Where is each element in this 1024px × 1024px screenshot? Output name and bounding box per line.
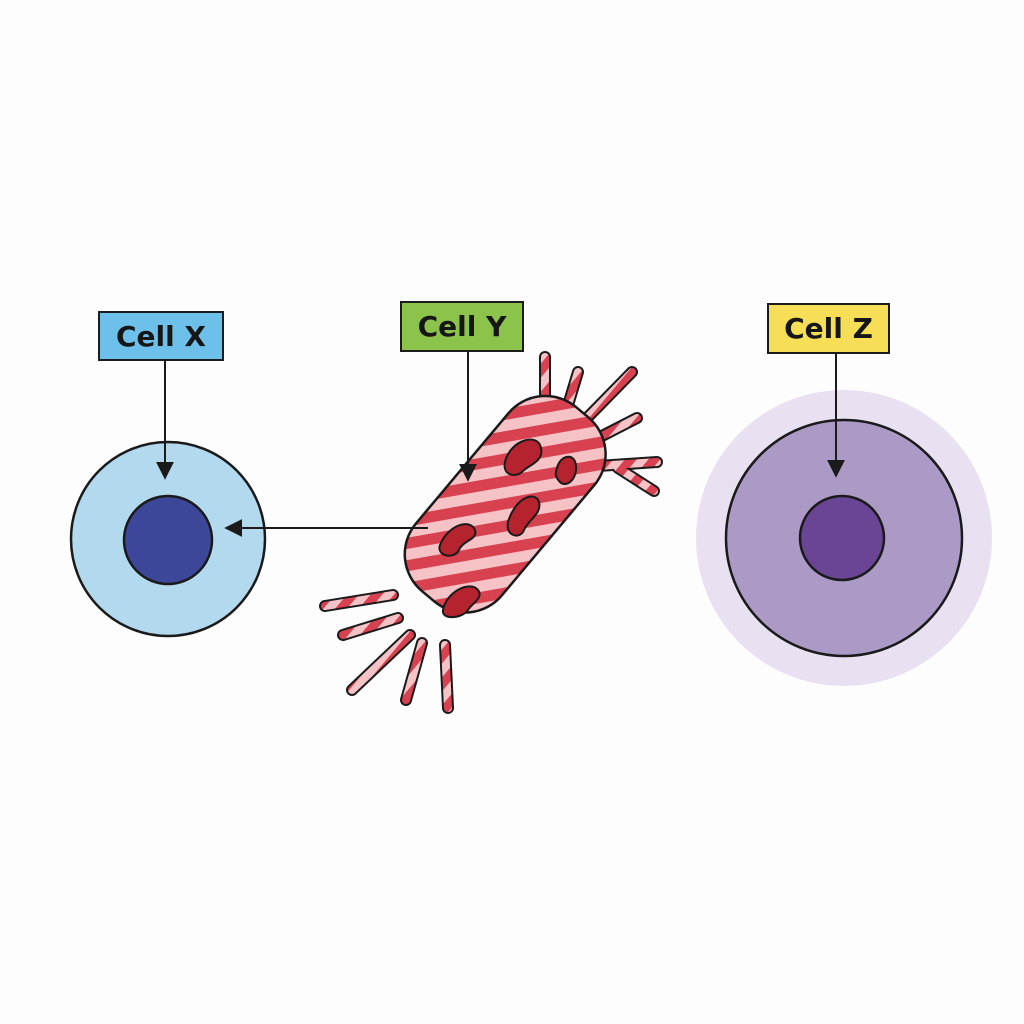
arrows — [156, 352, 845, 537]
cell-x-label: Cell X — [98, 311, 224, 361]
cell-y-projections-fill — [321, 353, 661, 712]
cell-y-organelles — [438, 438, 578, 619]
cell-z — [696, 390, 992, 686]
cell-y — [319, 351, 663, 714]
cell-y-label: Cell Y — [400, 301, 524, 352]
cell-x — [69, 440, 267, 638]
cell-z-label: Cell Z — [767, 303, 890, 354]
cell-z-nucleus — [798, 494, 886, 582]
cell-x-nucleus — [122, 494, 214, 586]
